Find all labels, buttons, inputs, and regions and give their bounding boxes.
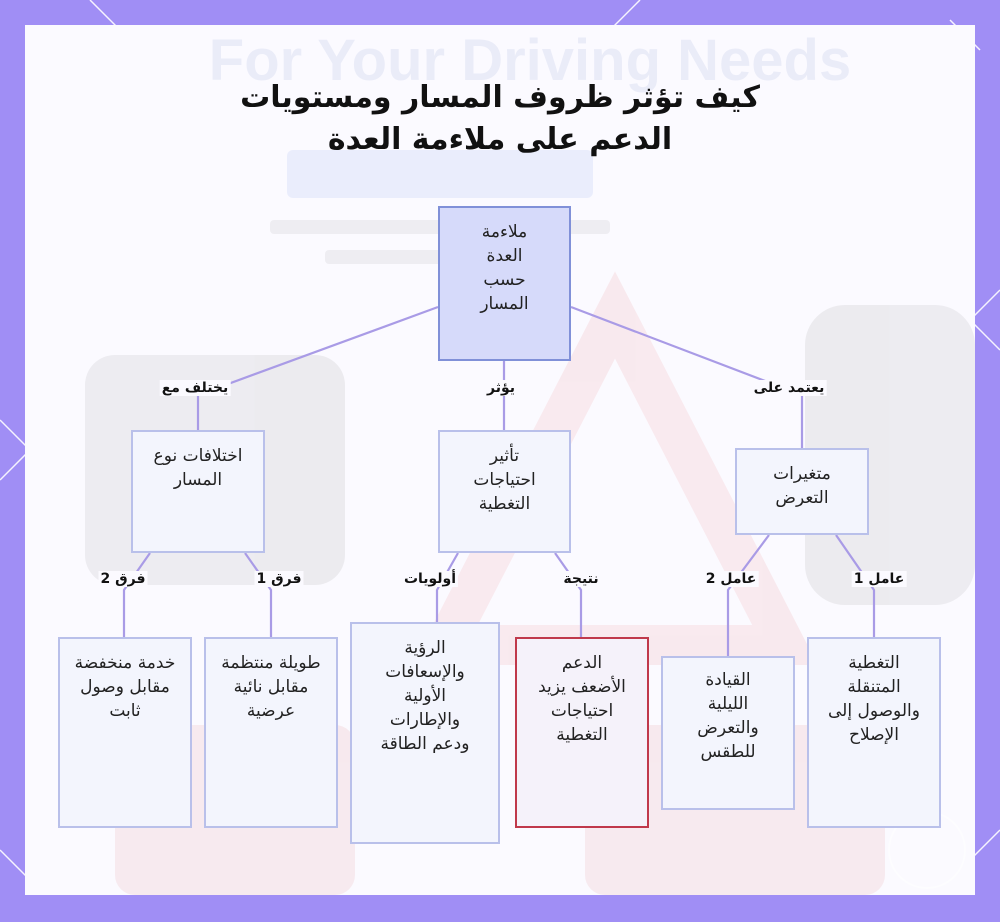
root-node-text: ملاءمة العدة حسب المسار [480, 222, 529, 314]
edge-label-b3-c2: عامل 1 [851, 571, 907, 587]
edge-label-b1-c2: فرق 1 [254, 571, 304, 587]
diagram-title-line1: كيف تؤثر ظروف المسار ومستويات [240, 80, 760, 115]
leaf-low-service: خدمة منخفضة مقابل وصول ثابت [58, 637, 192, 828]
edge-branch3-child2 [835, 534, 876, 637]
leaf-long-regular: طويلة منتظمة مقابل نائية عرضية [204, 637, 338, 828]
edge-branch2-child1 [435, 552, 459, 622]
edge-label-b1-c1: فرق 2 [98, 571, 148, 587]
leaf-night-driving: القيادة الليلية والتعرض للطقس [661, 656, 795, 810]
leaf-5-text: القيادة الليلية والتعرض للطقس [697, 670, 759, 762]
diagram-title-line2: الدعم على ملاءمة العدة [327, 122, 673, 157]
edge-branch2-child2 [554, 552, 583, 637]
branch-node-1-text: اختلافات نوع المسار [153, 446, 243, 490]
edge-label-b2-c2: نتيجة [561, 571, 601, 587]
branch-node-coverage: تأثير احتياجات التغطية [438, 430, 571, 553]
branch-node-3-text: متغيرات التعرض [773, 464, 831, 508]
edge-label-b2-c1: أولويات [401, 571, 459, 587]
edge-label-branch-1: يختلف مع [159, 380, 231, 396]
leaf-mobile-coverage: التغطية المتنقلة والوصول إلى الإصلاح [807, 637, 941, 828]
branch-node-route-type: اختلافات نوع المسار [131, 430, 265, 553]
edge-branch3-child1 [726, 534, 770, 656]
edge-root-branch-3 [570, 305, 804, 448]
leaf-6-text: التغطية المتنقلة والوصول إلى الإصلاح [828, 653, 920, 745]
edge-label-branch-2: يؤثر [485, 380, 517, 396]
leaf-1-text: خدمة منخفضة مقابل وصول ثابت [74, 653, 176, 721]
leaf-3-text: الرؤية والإسعافات الأولية والإطارات ودعم… [380, 638, 470, 754]
diagram-panel: For Your Driving Needs كيف تؤثر ظروف الم… [25, 25, 975, 895]
edge-root-branch-1 [196, 305, 439, 430]
leaf-priorities: الرؤية والإسعافات الأولية والإطارات ودعم… [350, 622, 500, 844]
background-heading: For Your Driving Needs [209, 28, 851, 93]
branch-node-exposure: متغيرات التعرض [735, 448, 869, 535]
edge-branch1-child1 [122, 552, 151, 637]
root-node: ملاءمة العدة حسب المسار [438, 206, 571, 361]
edge-label-branch-3: يعتمد على [751, 380, 827, 396]
leaf-weaker-support: الدعم الأضعف يزيد احتياجات التغطية [515, 637, 649, 828]
edge-branch1-child2 [244, 552, 273, 637]
edge-label-b3-c1: عامل 2 [703, 571, 759, 587]
leaf-2-text: طويلة منتظمة مقابل نائية عرضية [221, 653, 321, 721]
branch-node-2-text: تأثير احتياجات التغطية [473, 446, 536, 514]
leaf-4-text: الدعم الأضعف يزيد احتياجات التغطية [538, 653, 626, 745]
